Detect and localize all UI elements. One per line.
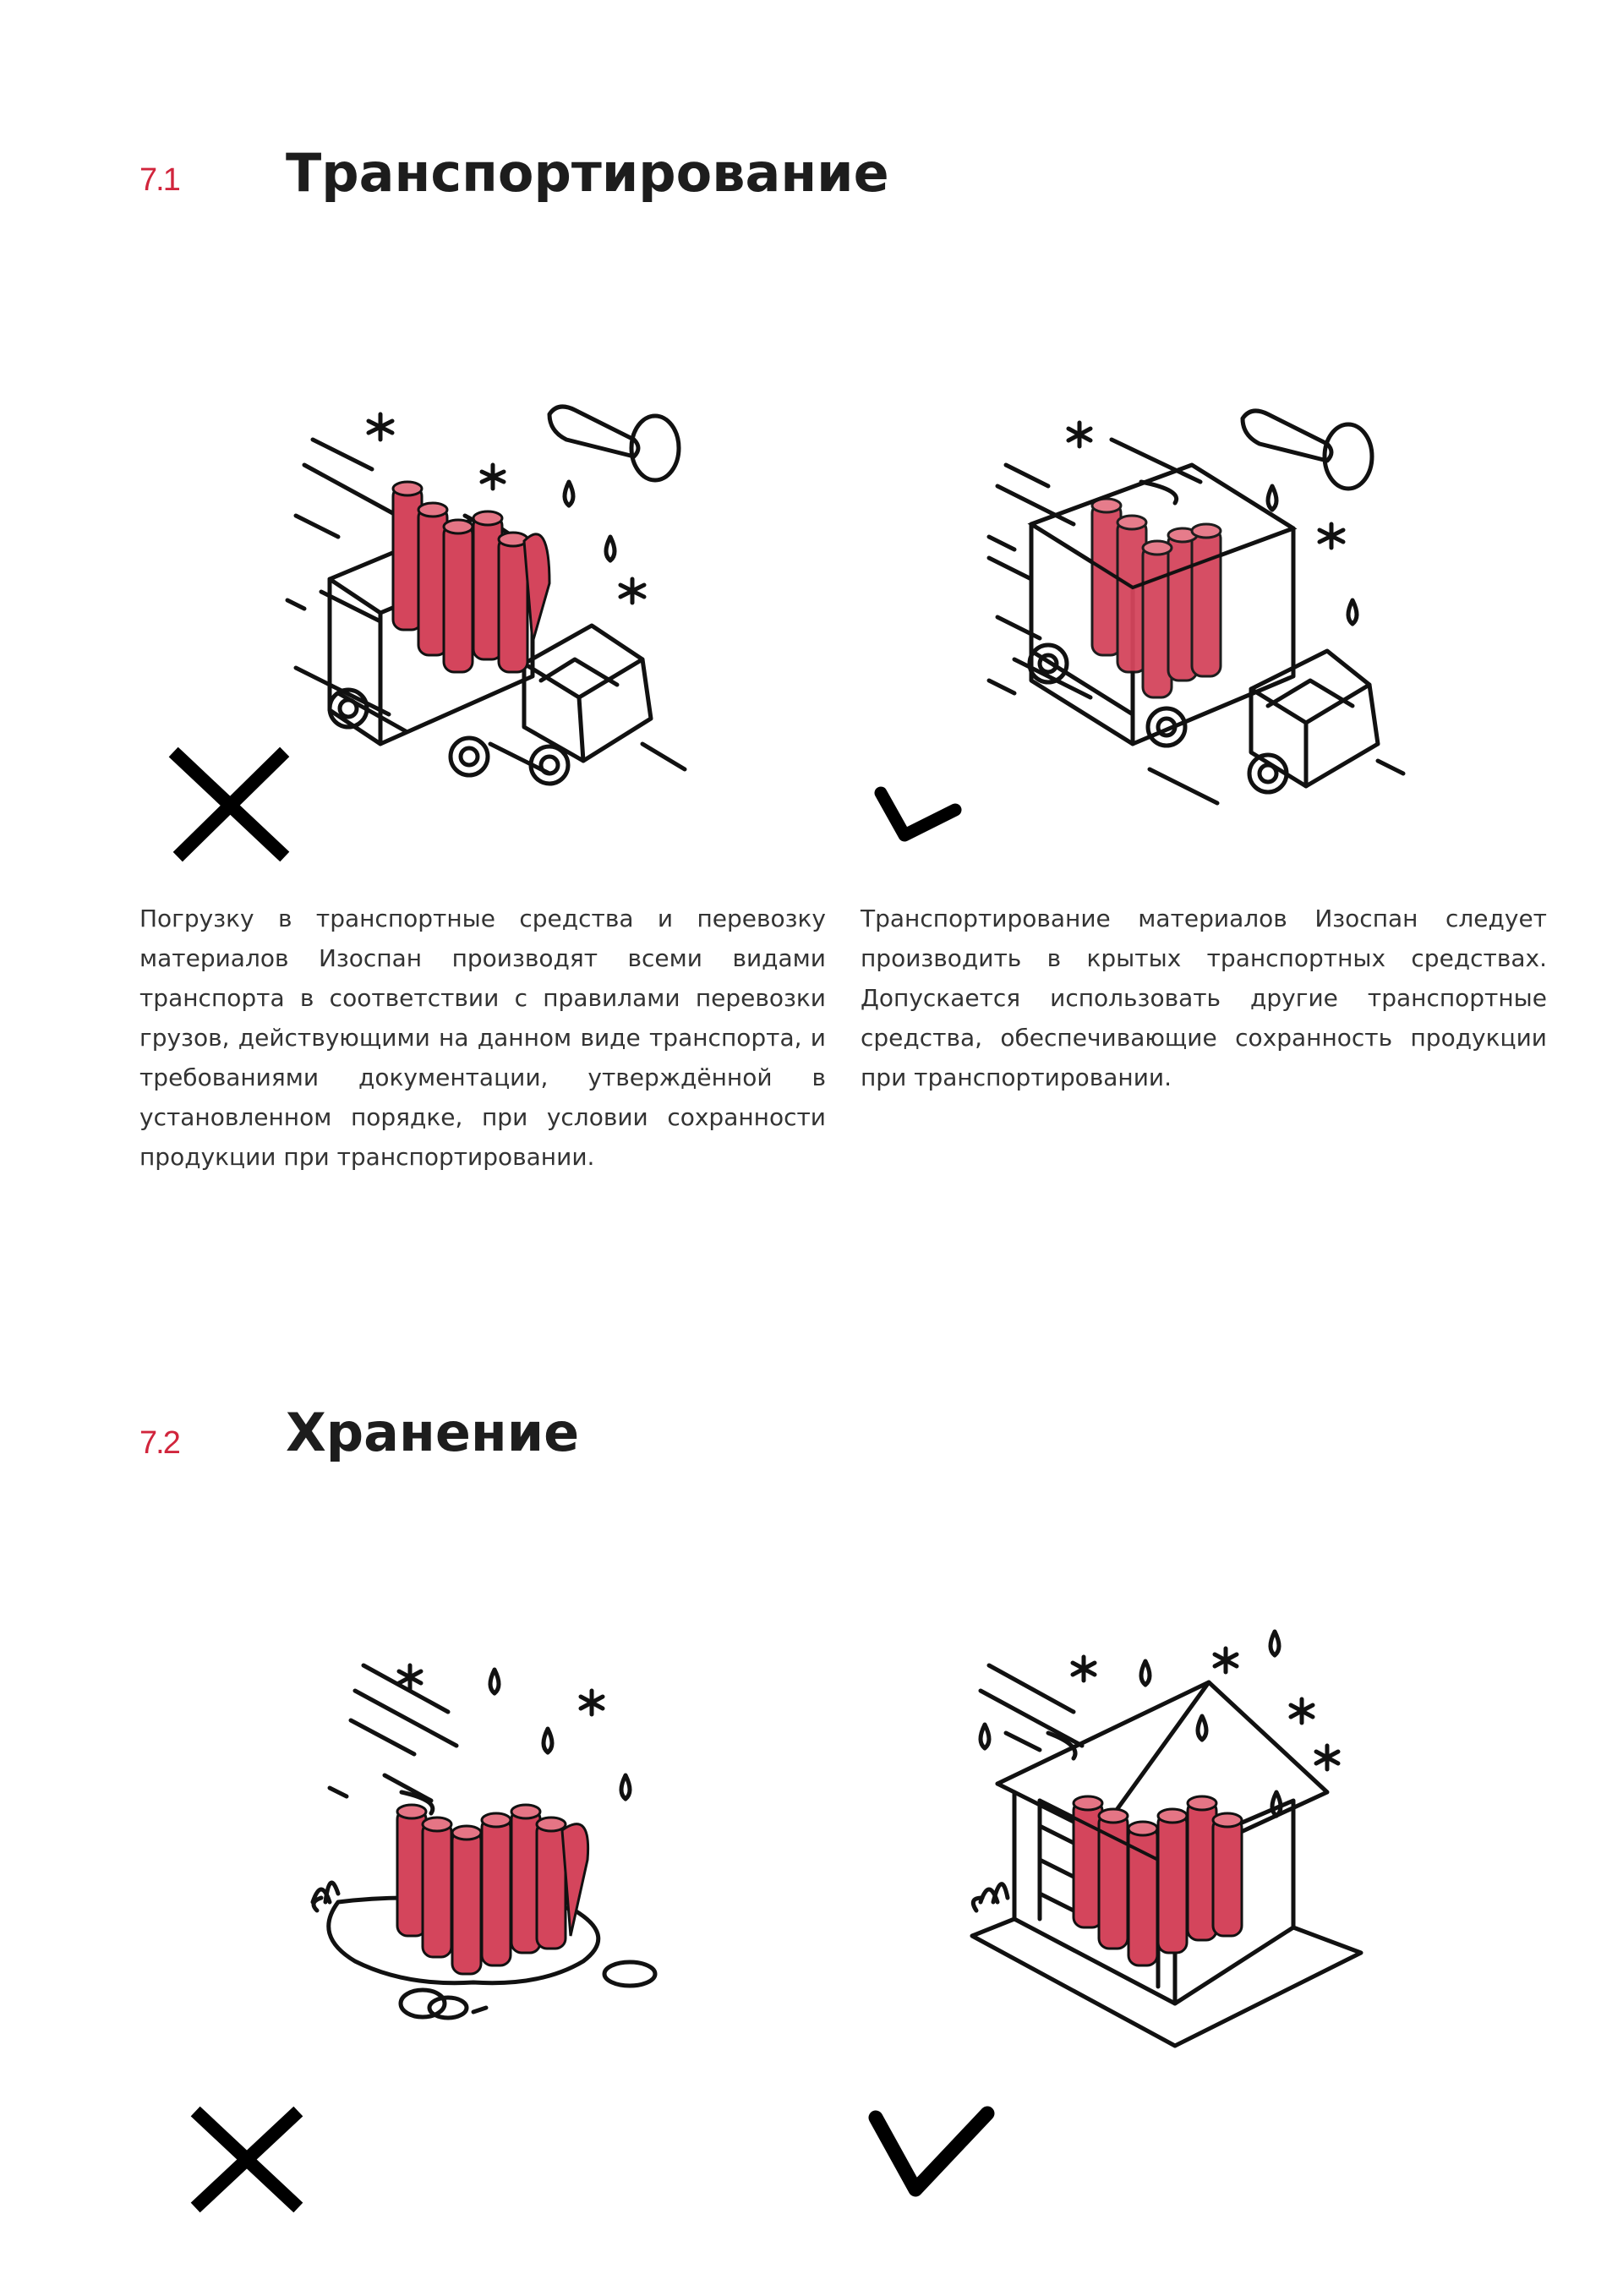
rolls-icon: [1072, 1795, 1243, 1967]
covered-truck-illustration: [986, 408, 1406, 806]
outdoor-storage-illustration: [310, 1663, 658, 2020]
snow-icon: [1314, 1743, 1341, 1772]
transport-right-paragraph: Транспортирование материалов Изоспан сле…: [861, 905, 1547, 1091]
snow-icon: [366, 412, 395, 442]
check-icon: [868, 2106, 995, 2197]
snow-icon: [479, 462, 506, 491]
snow-icon: [578, 1688, 605, 1717]
check-icon: [874, 786, 962, 842]
snow-icon: [1066, 420, 1093, 449]
snow-icon: [1070, 1654, 1097, 1683]
snow-icon: [1288, 1697, 1315, 1725]
rolls-icon: [391, 480, 551, 674]
section-title-storage: Хранение: [286, 1402, 580, 1463]
house-storage-illustration: [970, 1629, 1363, 2048]
rolls-icon: [396, 1803, 590, 1976]
cross-icon: [168, 746, 290, 862]
section-number-7-1: 7.1: [139, 162, 181, 198]
snow-icon: [1212, 1646, 1239, 1675]
cross-icon: [190, 2106, 303, 2213]
snow-icon: [396, 1663, 424, 1692]
snow-icon: [618, 577, 647, 605]
snow-icon: [1317, 522, 1346, 550]
section-number-7-2: 7.2: [139, 1425, 181, 1461]
rolls-icon: [1090, 497, 1222, 699]
transport-left-paragraph: Погрузку в транспортные средства и перев…: [139, 905, 826, 1171]
section-title-transport: Транспортирование: [286, 142, 889, 204]
open-truck-illustration: [285, 404, 687, 786]
